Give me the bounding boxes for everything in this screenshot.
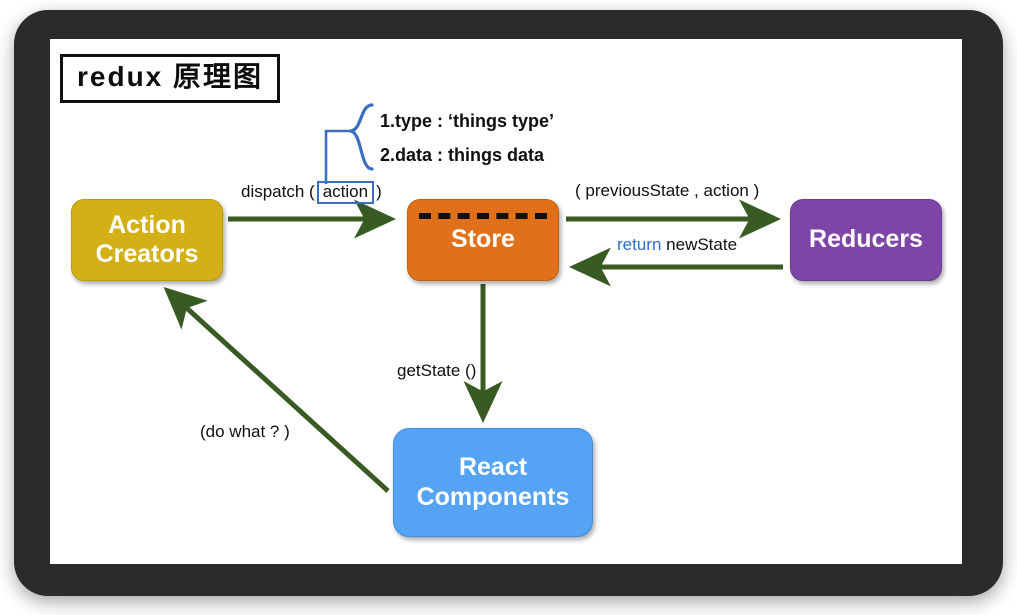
label-get-state: getState () <box>397 361 477 380</box>
node-react-components[interactable]: React Components <box>393 428 593 537</box>
label-previous-state: ( previousState , action ) <box>575 181 760 200</box>
device-frame: redux 原理图 <box>14 10 1003 596</box>
node-reducers[interactable]: Reducers <box>790 199 942 281</box>
node-store[interactable]: Store <box>407 199 559 281</box>
page-title: redux 原理图 <box>77 61 264 92</box>
diagram-title-box: redux 原理图 <box>60 54 281 103</box>
brace-connector <box>324 103 374 184</box>
action-token-box: action <box>316 181 375 204</box>
brace-note-data: 2.data : things data <box>380 145 545 165</box>
dispatch-suffix: ) <box>376 182 382 201</box>
node-action-creators-label: Action Creators <box>95 210 199 269</box>
label-dispatch: dispatch (action) <box>241 181 382 204</box>
label-do-what: (do what ? ) <box>200 422 290 441</box>
return-value: newState <box>666 235 738 254</box>
arrow-do-what <box>163 286 390 493</box>
node-action-creators[interactable]: Action Creators <box>71 199 223 281</box>
store-dashed-bar <box>419 213 547 219</box>
return-keyword: return <box>617 235 662 254</box>
diagram-canvas: redux 原理图 <box>50 39 962 564</box>
brace-note-type: 1.type : ‘things type’ <box>380 111 555 131</box>
node-react-components-label: React Components <box>416 453 570 511</box>
node-reducers-label: Reducers <box>809 225 923 254</box>
label-return-newstate: return newState <box>617 235 737 255</box>
node-store-label: Store <box>451 225 515 254</box>
dispatch-prefix: dispatch ( <box>241 182 315 201</box>
